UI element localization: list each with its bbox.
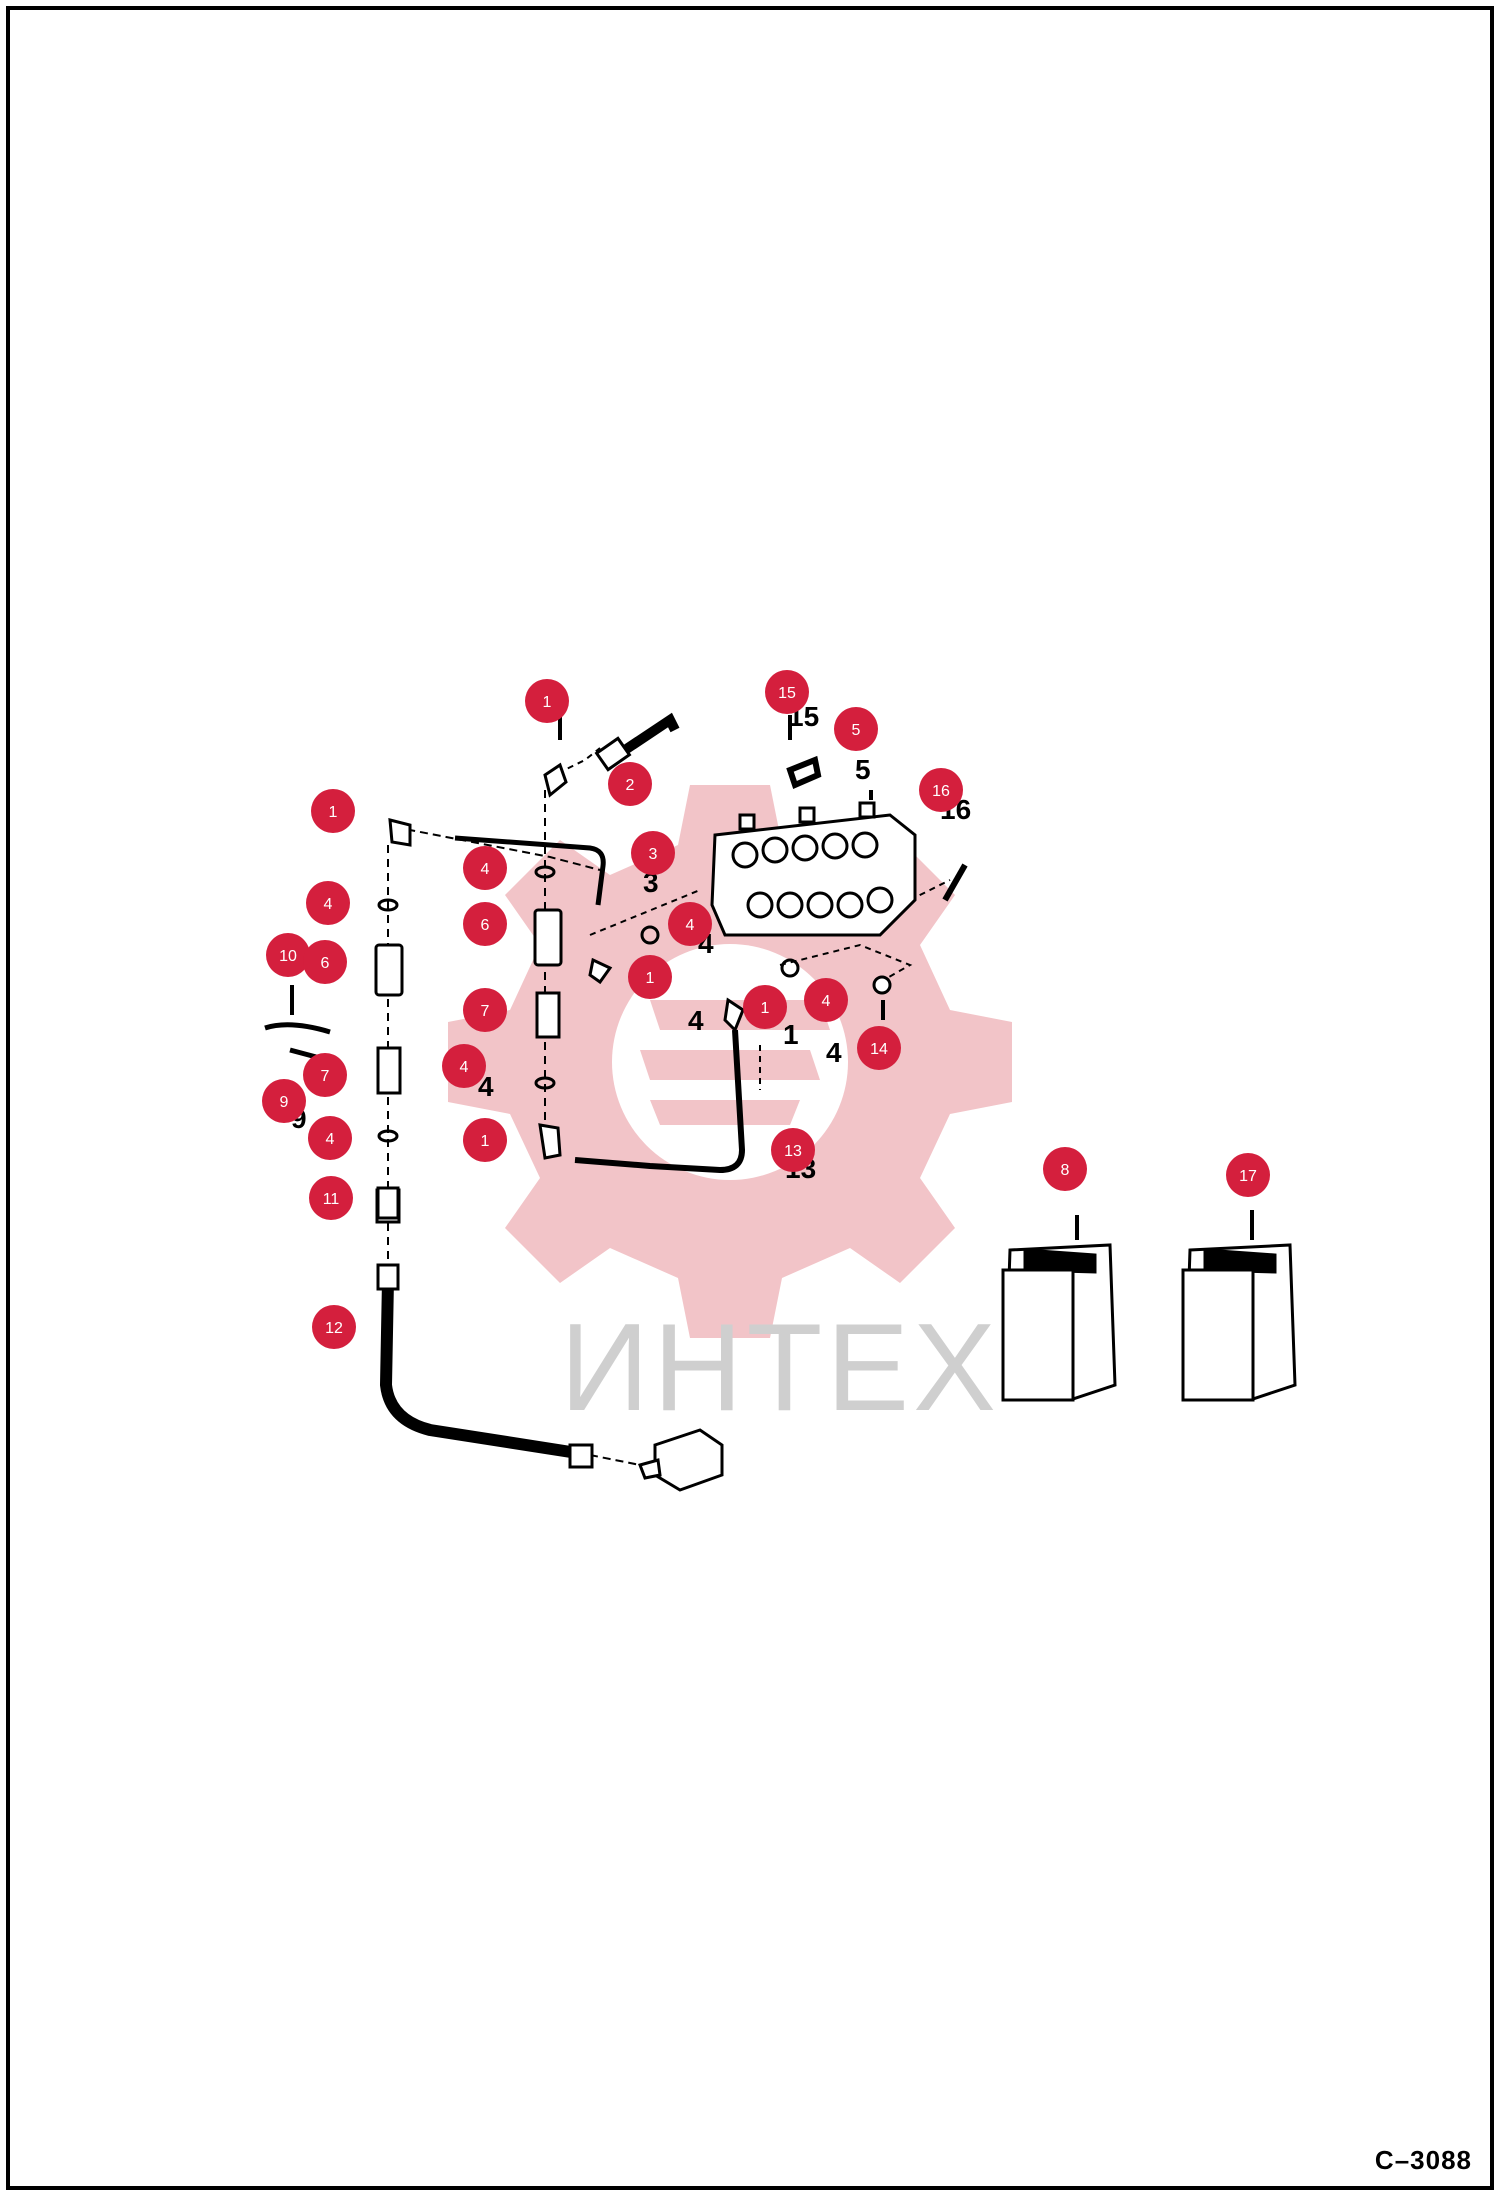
callout-c11: 5 xyxy=(834,707,878,751)
printed-number-p6: 1 xyxy=(783,1019,799,1050)
callout-label: 1 xyxy=(646,970,655,987)
callout-circle xyxy=(608,762,652,806)
callout-label: 10 xyxy=(279,948,297,965)
callout-label: 15 xyxy=(778,685,796,702)
callout-circle xyxy=(743,985,787,1029)
printed-number-p8: 4 xyxy=(478,1071,494,1102)
callout-label: 4 xyxy=(460,1059,469,1076)
callout-circle xyxy=(463,902,507,946)
callout-c19: 7 xyxy=(303,1053,347,1097)
callout-circle xyxy=(1226,1153,1270,1197)
callout-circle xyxy=(303,1053,347,1097)
callout-circle xyxy=(834,707,878,751)
callout-circle xyxy=(306,881,350,925)
callout-circle xyxy=(857,1026,901,1070)
callout-circle xyxy=(311,789,355,833)
callout-c4: 3 xyxy=(631,831,675,875)
callout-c28: 17 xyxy=(1226,1153,1270,1197)
callout-label: 1 xyxy=(329,804,338,821)
part-drawings xyxy=(264,705,1297,1492)
callout-c27: 8 xyxy=(1043,1147,1087,1191)
callout-circle xyxy=(463,1118,507,1162)
callout-circle xyxy=(312,1305,356,1349)
callout-label: 4 xyxy=(324,896,333,913)
callout-label: 6 xyxy=(321,955,330,972)
callout-circle xyxy=(668,902,712,946)
callout-circle xyxy=(442,1044,486,1088)
callout-c26: 12 xyxy=(312,1305,356,1349)
callout-circle xyxy=(309,1176,353,1220)
callout-c22: 4 xyxy=(308,1116,352,1160)
callout-c15: 7 xyxy=(463,988,507,1032)
control-valve xyxy=(710,801,917,937)
callout-circle xyxy=(262,1079,306,1123)
callout-label: 11 xyxy=(323,1191,340,1208)
callout-label: 7 xyxy=(321,1068,330,1085)
printed-number-p10: 4 xyxy=(688,1005,704,1036)
callout-label: 1 xyxy=(761,1000,770,1017)
callout-c18: 14 xyxy=(857,1026,901,1070)
callout-label: 4 xyxy=(686,917,695,934)
callout-c14: 6 xyxy=(303,940,347,984)
callout-circle xyxy=(463,846,507,890)
callout-circle xyxy=(525,679,569,723)
callout-label: 5 xyxy=(852,722,861,739)
callout-c3: 1 xyxy=(311,789,355,833)
callout-c9: 1 xyxy=(628,955,672,999)
callout-label: 8 xyxy=(1061,1162,1070,1179)
callout-label: 4 xyxy=(822,993,831,1010)
callout-label: 12 xyxy=(325,1320,343,1337)
callout-c8: 4 xyxy=(668,902,712,946)
callout-c1: 1 xyxy=(525,679,569,723)
callout-c6: 4 xyxy=(306,881,350,925)
callout-label: 13 xyxy=(784,1143,802,1160)
callout-circle xyxy=(804,978,848,1022)
callout-c12: 16 xyxy=(919,768,963,812)
callout-c5: 4 xyxy=(463,846,507,890)
callout-label: 1 xyxy=(543,694,552,711)
drawing-reference-code: C–3088 xyxy=(1374,2145,1472,2175)
callout-c2: 2 xyxy=(608,762,652,806)
callout-circle xyxy=(771,1128,815,1172)
watermark-text: ИНТЕХ xyxy=(560,1299,1000,1437)
callout-circle xyxy=(266,933,310,977)
callout-c25: 11 xyxy=(309,1176,353,1220)
callout-c21: 4 xyxy=(442,1044,486,1088)
callout-label: 3 xyxy=(649,846,658,863)
callout-label: 6 xyxy=(481,917,490,934)
callout-circle xyxy=(308,1116,352,1160)
callout-circle xyxy=(463,988,507,1032)
printed-number-p2: 5 xyxy=(855,754,871,785)
callout-label: 7 xyxy=(481,1003,490,1020)
callout-c7: 6 xyxy=(463,902,507,946)
callout-c20: 9 xyxy=(262,1079,306,1123)
manual-17 xyxy=(1181,1243,1297,1402)
callout-c10: 15 xyxy=(765,670,809,714)
callout-circle xyxy=(765,670,809,714)
callout-label: 4 xyxy=(326,1131,335,1148)
callout-label: 9 xyxy=(280,1094,289,1111)
callout-label: 16 xyxy=(932,783,950,800)
callout-c24: 13 xyxy=(771,1128,815,1172)
manual-8 xyxy=(1001,1243,1117,1402)
callout-c23: 1 xyxy=(463,1118,507,1162)
callout-c17: 4 xyxy=(804,978,848,1022)
callout-label: 14 xyxy=(870,1041,888,1058)
callout-label: 17 xyxy=(1239,1168,1257,1185)
callout-c16: 1 xyxy=(743,985,787,1029)
callout-c13: 10 xyxy=(266,933,310,977)
callout-label: 1 xyxy=(481,1133,490,1150)
callout-circle xyxy=(631,831,675,875)
callout-circle xyxy=(628,955,672,999)
callout-circle xyxy=(1043,1147,1087,1191)
callout-label: 2 xyxy=(626,777,635,794)
printed-number-p7: 4 xyxy=(826,1037,842,1068)
callout-label: 4 xyxy=(481,861,490,878)
callout-circle xyxy=(919,768,963,812)
callout-circle xyxy=(303,940,347,984)
